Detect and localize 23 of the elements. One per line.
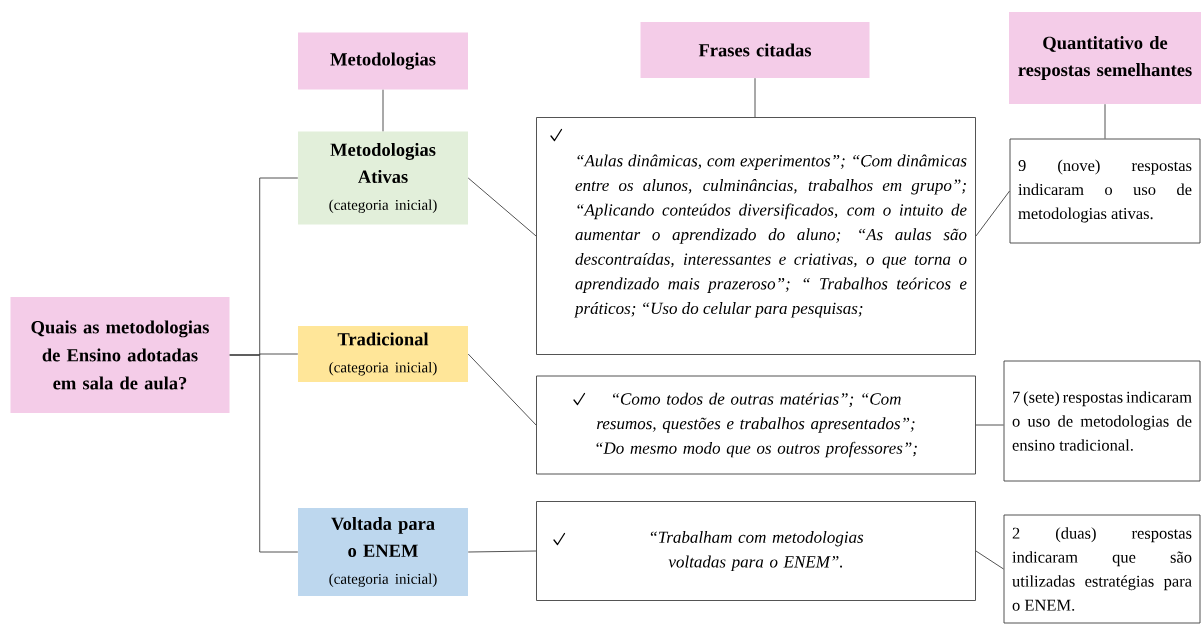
connector-line xyxy=(975,190,1010,237)
connector-line xyxy=(975,550,1004,570)
connector-line xyxy=(229,354,299,553)
connector-line xyxy=(975,424,1004,426)
header-box: Quantitativo de respostas semelhantes xyxy=(1009,12,1201,104)
quote-box: “Trabalham com metodologias voltadas para o ENEM”. xyxy=(536,501,976,601)
category-box: Voltada para o ENEM (categoria inicial) xyxy=(298,508,468,596)
question-box: Quais as metodologias de Ensino adotadas em sala de aula? xyxy=(10,297,230,413)
connector-line xyxy=(754,77,756,118)
header-box: Metodologias xyxy=(298,32,468,90)
count-box: 7 (sete) respostas indicaram o uso de metodologias de ensino tradicional. xyxy=(1003,360,1201,482)
category-box: Metodologias Ativas (categoria inicial) xyxy=(298,131,468,225)
connector-line xyxy=(1104,103,1106,139)
quote-box: “Aulas dinâmicas, com experimentos”; “Com dinâmicas entre os alunos, culminâncias, trabalhos em grupo”; “Aplicando conteúdos diversificados, com o intuito de aumentar o aprendizado do aluno; “As aulas são descontraídas, interessantes e criativas, o que torna o aprendizado mais prazeroso”; “ Trabalhos teóricos e práticos; “Uso do celular para pesquisas; xyxy=(536,117,976,355)
category-box: Tradicional (categoria inicial) xyxy=(298,326,468,382)
connector-line xyxy=(467,177,537,237)
count-box: 9 (nove) respostas indicaram o uso de metodologias ativas. xyxy=(1009,138,1201,244)
count-box: 2 (duas) respostas indicaram que são utilizadas estratégias para o ENEM. xyxy=(1003,514,1201,624)
header-box: Frases citadas xyxy=(640,22,870,78)
connector-line xyxy=(382,89,384,132)
connector-line xyxy=(467,550,537,553)
quote-box: “Como todos de outras matérias”; “Com resumos, questões e trabalhos apresentados”; “Do mesmo modo que os outros professores”; xyxy=(536,375,976,475)
connector-line xyxy=(467,353,537,426)
